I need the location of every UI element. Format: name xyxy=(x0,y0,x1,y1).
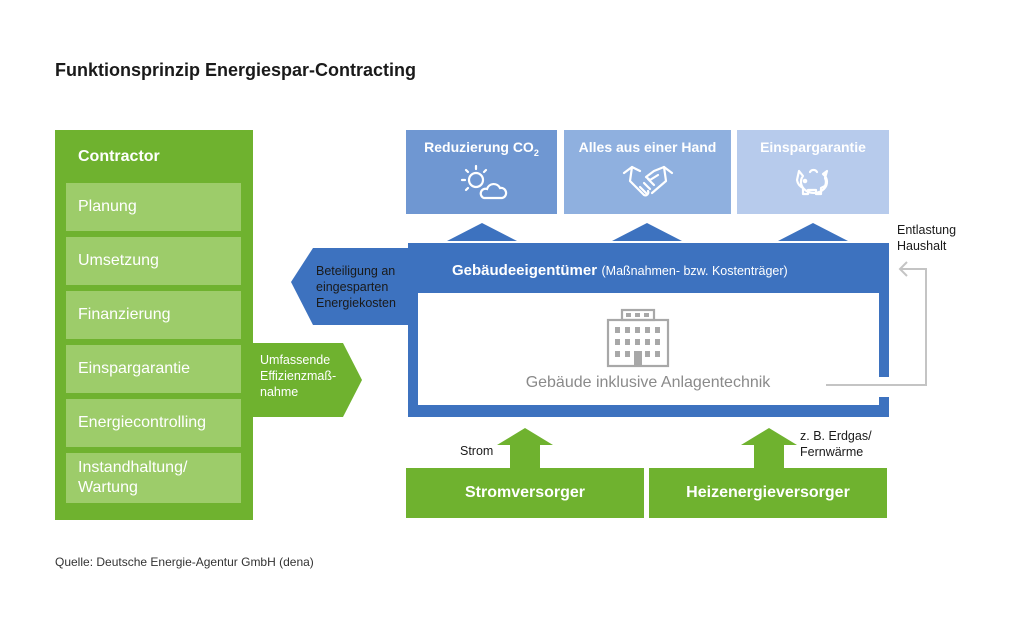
contractor-item-planung: Planung xyxy=(66,183,241,231)
measure-arrow xyxy=(253,343,362,417)
sun-cloud-icon xyxy=(460,164,507,199)
heat-source-label: z. B. Erdgas/ Fernwärme xyxy=(800,429,872,459)
benefit-arrow-2 xyxy=(612,223,682,241)
contractor-item-finanzierung: Finanzierung xyxy=(66,291,241,339)
owner-frame xyxy=(408,243,889,417)
building-icon xyxy=(606,308,670,368)
household-line xyxy=(826,268,927,386)
power-supply-arrow xyxy=(497,428,553,468)
owner-title: Gebäudeeigentümer (Maßnahmen- bzw. Koste… xyxy=(452,262,788,279)
benefit-arrow-1 xyxy=(447,223,517,241)
page-title: Funktionsprinzip Energiespar-Contracting xyxy=(55,60,417,80)
household-arrowhead xyxy=(898,261,908,277)
return-arrow xyxy=(291,248,408,325)
benefit-savings-guarantee: Einspargarantie xyxy=(737,130,889,214)
household-label: Entlastung Haushalt xyxy=(897,223,957,253)
heat-supplier-box: Heizenergieversorger xyxy=(649,468,887,518)
measure-arrow-label: Umfassende Effizienzmaß- nahme xyxy=(260,353,337,399)
benefit-co2: Reduzierung CO2 xyxy=(406,130,557,214)
heat-supply-arrow xyxy=(741,428,797,468)
benefit-arrow-3 xyxy=(778,223,848,241)
power-supplier-box: Stromversorger xyxy=(406,468,644,518)
contractor-item-umsetzung: Umsetzung xyxy=(66,237,241,285)
source-note: Quelle: Deutsche Energie-Agentur GmbH (d… xyxy=(55,555,314,569)
contractor-item-instandhaltung: Instandhaltung/ Wartung xyxy=(66,453,241,503)
building-label: Gebäude inklusive Anlagentechnik xyxy=(525,374,771,391)
return-arrow-label: Beteiligung an eingesparten Energiekoste… xyxy=(316,264,396,310)
benefit-one-hand: Alles aus einer Hand xyxy=(564,130,731,214)
piggy-bank-icon xyxy=(795,168,829,196)
contractor-item-einspargarantie: Einspargarantie xyxy=(66,345,241,393)
contractor-item-energiecontrolling: Energiecontrolling xyxy=(66,399,241,447)
handshake-icon xyxy=(622,165,673,197)
contractor-title: Contractor xyxy=(78,148,160,165)
power-label: Strom xyxy=(460,444,494,458)
